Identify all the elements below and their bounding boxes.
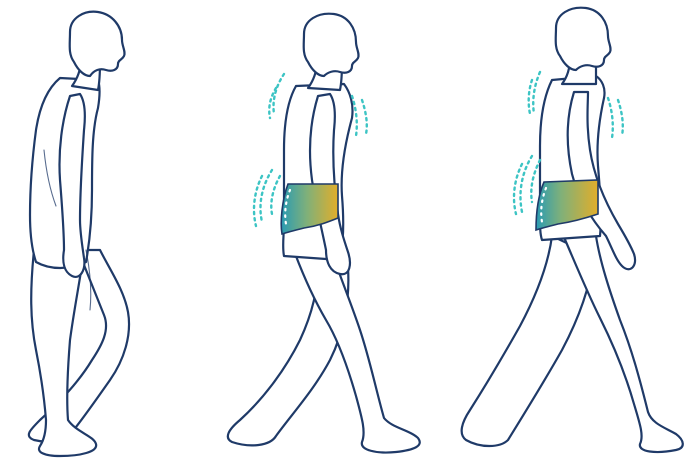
motion-mark — [531, 160, 540, 202]
head — [70, 12, 125, 76]
walking-figure-plain — [29, 12, 129, 456]
arm — [59, 94, 84, 277]
walking-figure-brace — [228, 14, 420, 453]
head — [304, 14, 359, 76]
motion-mark — [608, 98, 613, 138]
head — [556, 8, 611, 70]
motion-mark — [273, 74, 284, 114]
motion-mark — [362, 100, 367, 134]
back-leg — [462, 236, 594, 446]
walking-figure-brace-upright — [462, 8, 683, 452]
motion-mark — [618, 100, 623, 136]
motion-mark — [529, 80, 532, 114]
motion-mark — [271, 176, 280, 214]
motion-mark — [533, 72, 540, 114]
